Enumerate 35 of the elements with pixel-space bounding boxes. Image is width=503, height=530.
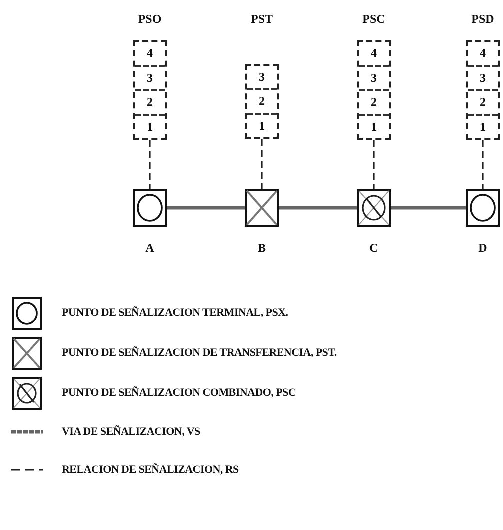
- protocol-layer: 2: [468, 91, 498, 116]
- protocol-layer: 2: [247, 90, 277, 115]
- column-heading: PSO: [137, 11, 163, 28]
- point-label: C: [368, 240, 380, 257]
- column-heading: PST: [250, 11, 274, 28]
- column-heading: PSC: [362, 11, 386, 28]
- legend-text: PUNTO DE SEÑALIZACION COMBINADO, PSC: [62, 386, 296, 401]
- protocol-layer: 2: [135, 91, 165, 116]
- protocol-layer: 4: [135, 42, 165, 66]
- protocol-layer: 4: [468, 42, 498, 66]
- legend-text: PUNTO DE SEÑALIZACION DE TRANSFERENCIA, PST.: [62, 346, 337, 361]
- protocol-layer: 1: [468, 116, 498, 138]
- legend-text: RELACION DE SEÑALIZACION, RS: [62, 462, 239, 478]
- signalling-link: [391, 206, 466, 210]
- relation-line: [373, 140, 375, 189]
- protocol-layer: 1: [359, 116, 389, 138]
- signalling-link: [279, 206, 357, 210]
- protocol-layer: 1: [247, 114, 277, 137]
- relation-line: [261, 139, 263, 189]
- point-label: D: [478, 240, 488, 257]
- signalling-link: [167, 206, 245, 210]
- protocol-layer: 3: [247, 66, 277, 90]
- relation-line: [482, 140, 484, 189]
- column-heading: PSD: [470, 11, 496, 28]
- protocol-layer: 3: [135, 66, 165, 91]
- legend-text: VIA DE SEÑALIZACION, VS: [62, 424, 200, 440]
- point-label: A: [144, 240, 156, 257]
- protocol-layer: 3: [359, 66, 389, 91]
- point-label: B: [256, 240, 267, 257]
- protocol-layer: 2: [359, 91, 389, 116]
- protocol-layer: 3: [468, 66, 498, 91]
- legend-text: PUNTO DE SEÑALIZACION TERMINAL, PSX.: [62, 306, 288, 321]
- protocol-layer: 4: [359, 42, 389, 66]
- relation-line: [149, 140, 151, 189]
- protocol-layer: 1: [135, 116, 165, 138]
